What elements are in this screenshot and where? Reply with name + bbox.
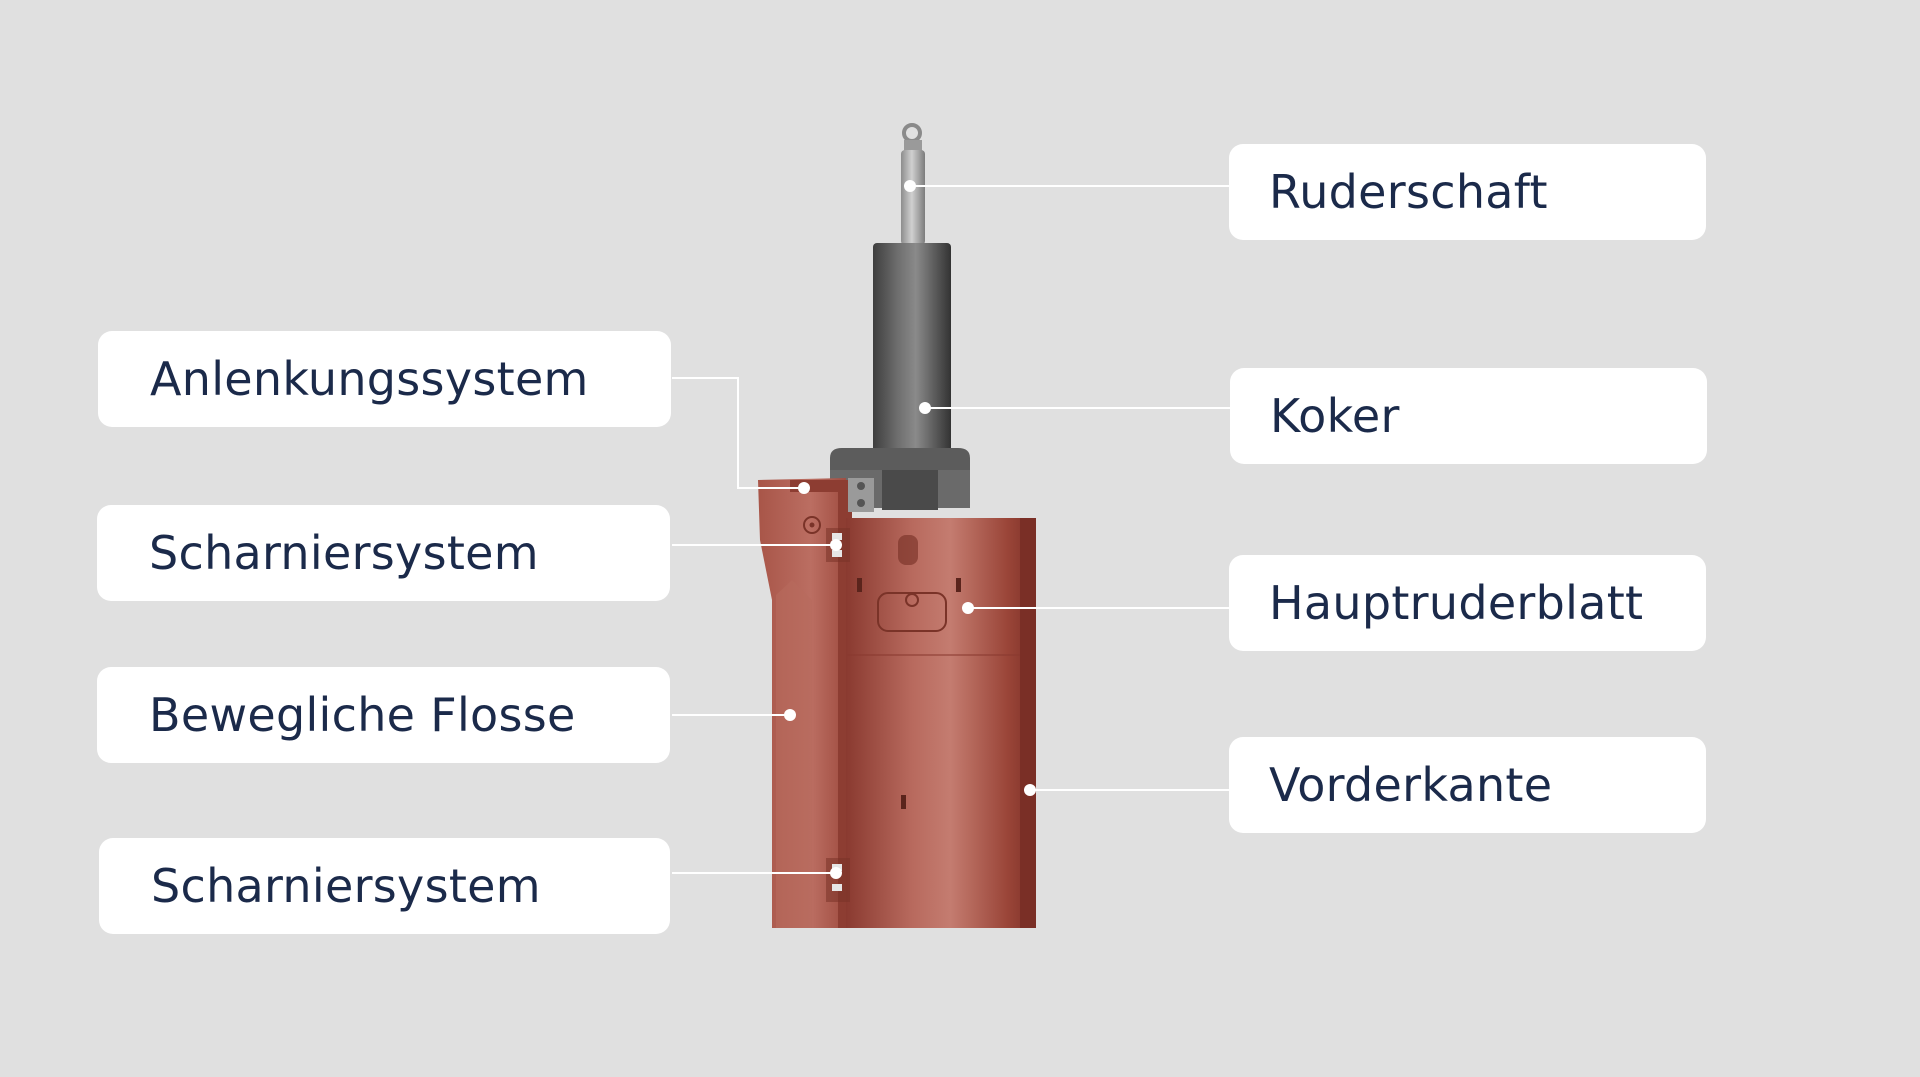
label-text: Vorderkante	[1269, 758, 1553, 812]
leader-dot-ruderschaft	[904, 180, 916, 192]
hinge-bottom	[826, 858, 850, 902]
leader-dot-scharniersystem-bottom	[830, 867, 842, 879]
label-text: Anlenkungssystem	[150, 352, 589, 406]
label-text: Ruderschaft	[1269, 165, 1548, 219]
label-text: Koker	[1270, 389, 1400, 443]
leader-dot-hauptruderblatt	[962, 602, 974, 614]
label-text: Scharniersystem	[149, 526, 539, 580]
label-text: Bewegliche Flosse	[149, 688, 576, 742]
leader-line-anlenkungssystem	[672, 377, 804, 489]
label-text: Hauptruderblatt	[1269, 576, 1644, 630]
leader-dot-bewegliche-flosse	[784, 709, 796, 721]
label-hauptruderblatt: Hauptruderblatt	[1229, 555, 1706, 651]
label-bewegliche-flosse: Bewegliche Flosse	[97, 667, 670, 763]
label-text: Scharniersystem	[151, 859, 541, 913]
label-anlenkungssystem: Anlenkungssystem	[98, 331, 671, 427]
leader-dot-koker	[919, 402, 931, 414]
label-vorderkante: Vorderkante	[1229, 737, 1706, 833]
label-scharniersystem-top: Scharniersystem	[97, 505, 670, 601]
leader-lines	[672, 185, 1230, 874]
rudder-stock	[901, 123, 925, 245]
label-scharniersystem-bottom: Scharniersystem	[99, 838, 670, 934]
leader-dot-anlenkungssystem	[798, 482, 810, 494]
leader-dot-scharniersystem-top	[830, 539, 842, 551]
leading-edge	[1020, 518, 1036, 928]
label-ruderschaft: Ruderschaft	[1229, 144, 1706, 240]
label-koker: Koker	[1230, 368, 1707, 464]
rudder-trunk	[830, 243, 970, 510]
main-rudder-blade	[846, 518, 1036, 928]
leader-dots	[784, 180, 1036, 879]
leader-dot-vorderkante	[1024, 784, 1036, 796]
